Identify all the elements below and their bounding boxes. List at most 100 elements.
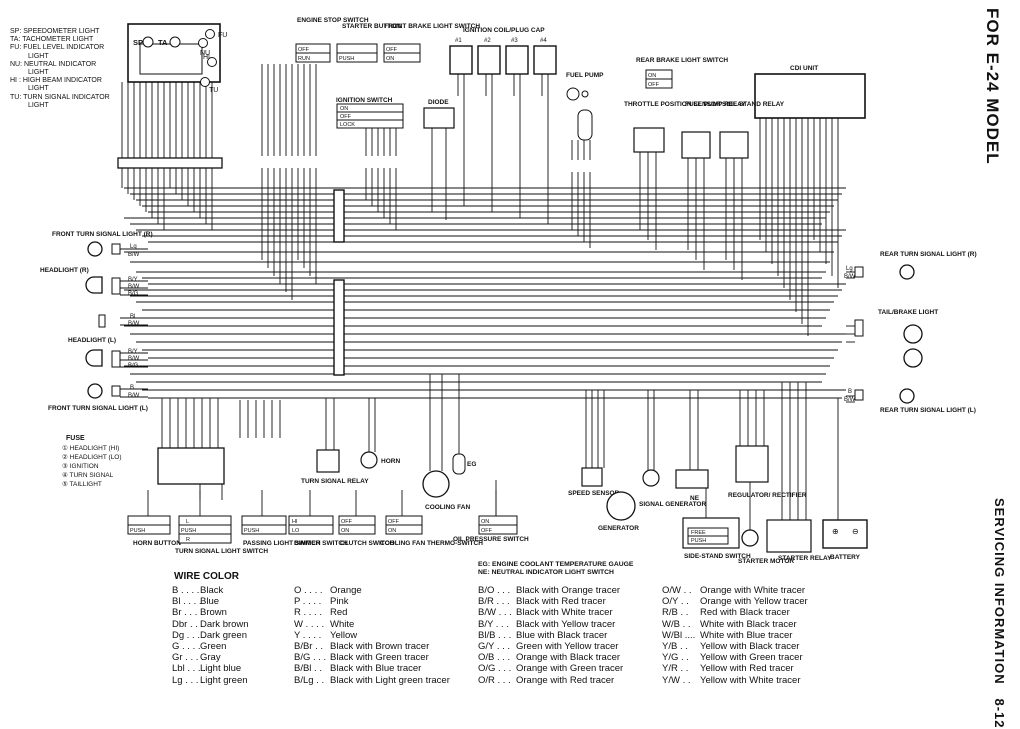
svg-text:B/W: B/W: [844, 274, 856, 280]
svg-text:⑤ TAILLIGHT: ⑤ TAILLIGHT: [62, 480, 102, 488]
legend-name: Black: [200, 585, 224, 596]
generator: GENERATOR: [598, 491, 639, 532]
legend-name: Black with White tracer: [516, 607, 613, 619]
legend-code: R/B . .: [662, 607, 689, 619]
starter-motor: STARTER MOTOR: [738, 529, 794, 565]
svg-text:B: B: [848, 389, 852, 395]
legend-entry: B/Y . . .Black with Yellow tracer: [478, 619, 623, 630]
fuel-pump: FUEL PUMP: [566, 72, 604, 141]
legend-code: O . . . .: [294, 585, 323, 596]
abbreviation-line: NU: NEUTRAL INDICATOR: [10, 60, 97, 68]
signal-generator: SIGNAL GENERATOR: [639, 469, 706, 508]
legend-entry: Lg . . . .Light green: [172, 675, 249, 686]
meter-label-nu: NU: [200, 50, 210, 57]
svg-text:OFF: OFF: [341, 519, 353, 525]
svg-text:STARTER BUTTON: STARTER BUTTON: [342, 23, 401, 30]
svg-text:PASSING LIGHT SWITCH: PASSING LIGHT SWITCH: [243, 540, 321, 547]
legend-entry: B/W . . . Black with White tracer: [478, 607, 623, 618]
legend-code: B/Bl . .: [294, 663, 322, 675]
abbreviation-line: SP: SPEEDOMETER LIGHT: [10, 28, 100, 35]
svg-text:B: B: [130, 385, 134, 391]
abbreviation-line: FU: FUEL LEVEL INDICATOR: [10, 44, 105, 52]
svg-text:STARTER RELAY: STARTER RELAY: [778, 555, 832, 562]
svg-text:TAIL/BRAKE LIGHT: TAIL/BRAKE LIGHT: [878, 309, 938, 316]
svg-text:COOLING FAN THERMO-SWITCH: COOLING FAN THERMO-SWITCH: [380, 540, 483, 547]
abbreviation-line: LIGHT: [28, 69, 49, 77]
legend-entry: Y/G . .Yellow with Green tracer: [662, 652, 808, 663]
legend-code: B/G . . .: [294, 652, 327, 664]
legend-entry: Lbl . . . .Light blue: [172, 663, 249, 674]
svg-text:OFF: OFF: [388, 519, 400, 525]
legend-name: White with Blue tracer: [700, 629, 793, 641]
svg-text:B/W: B/W: [128, 393, 140, 399]
svg-text:SIDE STAND RELAY: SIDE STAND RELAY: [722, 101, 785, 108]
fuel-indicator-icon: [205, 29, 215, 39]
headlight-l: HEADLIGHT (L) B/Y B/W B/G: [68, 337, 140, 369]
svg-text:L: L: [186, 519, 189, 525]
legend-code: Lbl . . . .: [172, 663, 206, 675]
svg-text:B/W: B/W: [844, 397, 856, 403]
legend-entry: B/G . . .Black with Green tracer: [294, 652, 450, 663]
svg-text:B/G: B/G: [128, 291, 139, 297]
svg-text:ON: ON: [340, 106, 348, 112]
svg-text:#1: #1: [455, 38, 462, 44]
legend-code: Y/W . .: [662, 674, 691, 686]
cdi-unit: CDI UNIT: [754, 65, 866, 119]
legend-entry: Y/B . . Yellow with Black tracer: [662, 641, 808, 652]
svg-text:RUN: RUN: [298, 56, 310, 62]
legend-entry: O/Y . .Orange with Yellow tracer: [662, 596, 808, 607]
fuse-box: FUSE ① HEADLIGHT (HI) ② HEADLIGHT (LO) ③…: [62, 435, 225, 488]
legend-code: O/W . .: [662, 585, 692, 596]
svg-text:IGNITION COIL/PLUG CAP: IGNITION COIL/PLUG CAP: [463, 27, 545, 34]
legend-name: Yellow with White tracer: [700, 674, 801, 686]
legend-code: B/W . . .: [478, 607, 512, 619]
abbreviation-line: LIGHT: [28, 52, 49, 60]
svg-text:OFF: OFF: [481, 528, 493, 534]
headlight-r: HEADLIGHT (R) B/Y B/W B/G: [40, 267, 140, 297]
oil-pressure-switch: ON OFF OIL PRESSURE SWITCH: [453, 515, 529, 543]
legend-code: B/Y . . .: [478, 618, 509, 630]
legend-name: Green with Yellow tracer: [516, 641, 619, 653]
svg-text:② HEADLIGHT (LO): ② HEADLIGHT (LO): [62, 453, 122, 461]
legend-entry: W/B . .White with Black tracer: [662, 619, 808, 630]
svg-text:B/G: B/G: [128, 363, 139, 369]
svg-text:LOCK: LOCK: [340, 122, 355, 128]
legend-name: Red: [330, 607, 348, 619]
meter-connector: [117, 157, 223, 169]
horn: HORN: [360, 451, 400, 469]
legend-code: B . . . .: [172, 585, 200, 596]
harness-splice-lower: [333, 279, 345, 376]
svg-text:TURN SIGNAL LIGHT SWITCH: TURN SIGNAL LIGHT SWITCH: [175, 548, 268, 555]
abbreviation-line: TA: TACHOMETER LIGHT: [10, 36, 94, 44]
legend-code: Y/B . .: [662, 641, 688, 653]
turn-signal-light-switch: L PUSH R TURN SIGNAL LIGHT SWITCH: [175, 515, 268, 555]
svg-text:Lg: Lg: [846, 266, 853, 272]
legend-entry: O/W . .Orange with White tracer: [662, 585, 808, 596]
meter-label-tu: TU: [209, 87, 218, 94]
legend-name: Pink: [330, 596, 349, 608]
svg-text:ON: ON: [386, 56, 394, 62]
svg-text:HEADLIGHT (R): HEADLIGHT (R): [40, 267, 89, 274]
svg-text:HEADLIGHT (L): HEADLIGHT (L): [68, 337, 116, 344]
svg-text:NE: NE: [690, 495, 700, 502]
rear-turn-signal-l: B B/W REAR TURN SIGNAL LIGHT (L): [844, 388, 976, 414]
legend-code: Y . . . .: [294, 629, 322, 641]
svg-text:#2: #2: [484, 38, 491, 44]
svg-text:TURN SIGNAL RELAY: TURN SIGNAL RELAY: [301, 478, 369, 485]
svg-text:HORN BUTTON: HORN BUTTON: [133, 540, 181, 547]
svg-text:Lg: Lg: [130, 244, 137, 250]
legend-entry: B/Br . .Black with Brown tracer: [294, 641, 450, 652]
legend-name: Yellow with Red tracer: [700, 663, 794, 675]
legend-entry: B/O . . .Black with Orange tracer: [478, 585, 623, 596]
svg-text:PUSH: PUSH: [130, 528, 145, 534]
legend-name: Yellow with Black tracer: [700, 641, 800, 653]
svg-text:FRONT TURN SIGNAL LIGHT (L): FRONT TURN SIGNAL LIGHT (L): [48, 405, 148, 412]
legend-code: R . . . .: [294, 607, 322, 619]
legend-code: G/Y . . .: [478, 641, 511, 653]
svg-text:FRONT BRAKE LIGHT SWITCH: FRONT BRAKE LIGHT SWITCH: [384, 23, 480, 30]
legend-entry: O/B . . .Orange with Black tracer: [478, 652, 623, 663]
legend-code: W/Bl ....: [662, 629, 696, 641]
legend-code: Gr . . . .: [172, 652, 204, 664]
